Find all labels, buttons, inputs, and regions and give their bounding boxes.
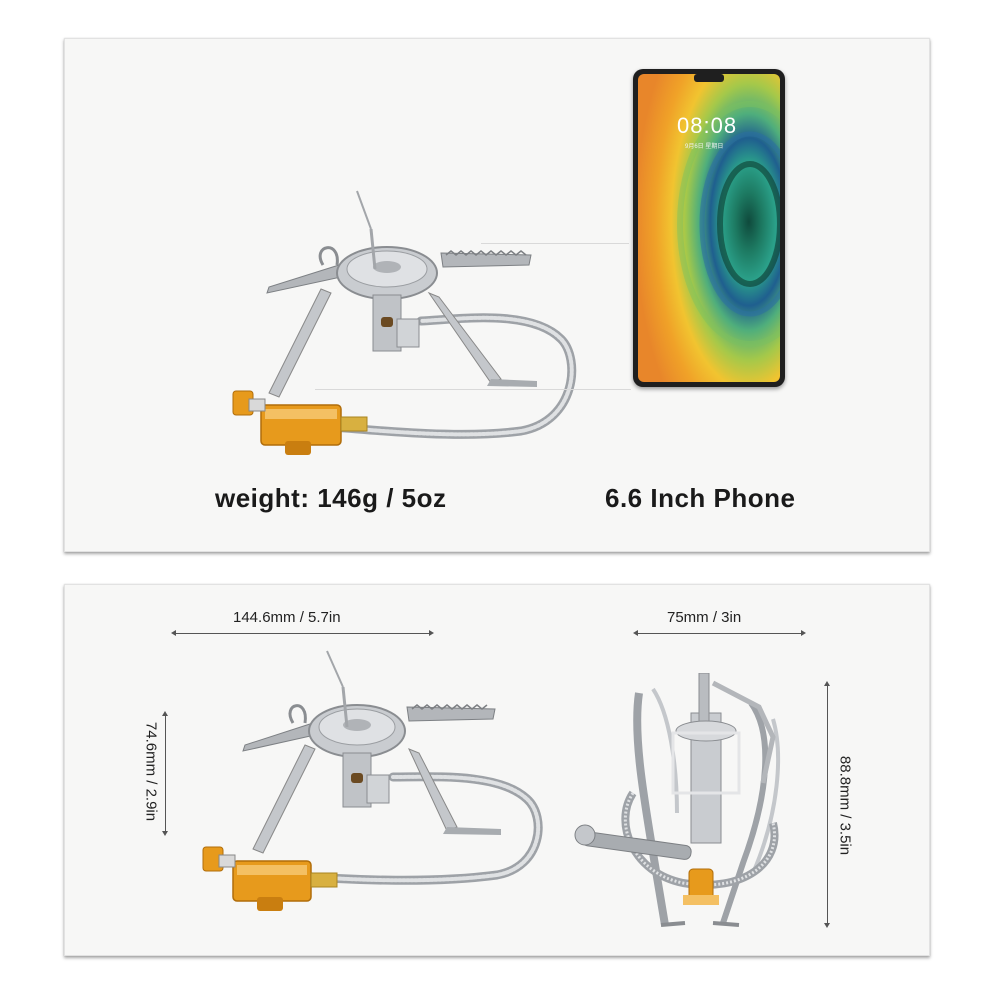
folded-stove-image xyxy=(574,673,781,927)
length-dimension-label: 144.6mm / 5.7in xyxy=(233,609,341,626)
camping-stove-image xyxy=(232,190,577,455)
phone-wallpaper xyxy=(638,74,780,382)
folded-width-arrow-left xyxy=(633,630,638,636)
folded-width-label: 75mm / 3in xyxy=(667,609,742,626)
folded-height-label: 88.8mm / 3.5in xyxy=(836,755,854,856)
folded-width-line xyxy=(635,633,803,634)
phone-caption: 6.6 Inch Phone xyxy=(605,483,796,513)
folded-height-arrow-bottom xyxy=(824,923,830,928)
folded-height-line xyxy=(827,685,828,925)
length-arrow-right xyxy=(429,630,434,636)
folded-width-arrow-right xyxy=(801,630,806,636)
guide-line-top xyxy=(481,243,629,244)
camping-stove-image xyxy=(202,650,543,911)
length-arrow-left xyxy=(171,630,176,636)
phone-clock: 08:08 xyxy=(677,113,738,138)
phone-date: 9月6日 星期日 xyxy=(685,144,724,150)
height-dimension-line xyxy=(165,715,166,833)
guide-line-bottom xyxy=(315,389,631,390)
product-size-comparison-panel: 08:08 9月6日 星期日 weight: 146g / 5oz 6.6 In… xyxy=(64,38,930,552)
dimensions-panel: 144.6mm / 5.7in 74.6mm / 2.9in 75mm / 3i… xyxy=(64,584,930,956)
height-arrow-bottom xyxy=(162,831,168,836)
folded-height-arrow-top xyxy=(824,681,830,686)
smartphone-image: 08:08 9月6日 星期日 xyxy=(633,69,785,387)
length-dimension-line xyxy=(173,633,431,634)
weight-caption: weight: 146g / 5oz xyxy=(215,483,447,513)
height-arrow-top xyxy=(162,711,168,716)
